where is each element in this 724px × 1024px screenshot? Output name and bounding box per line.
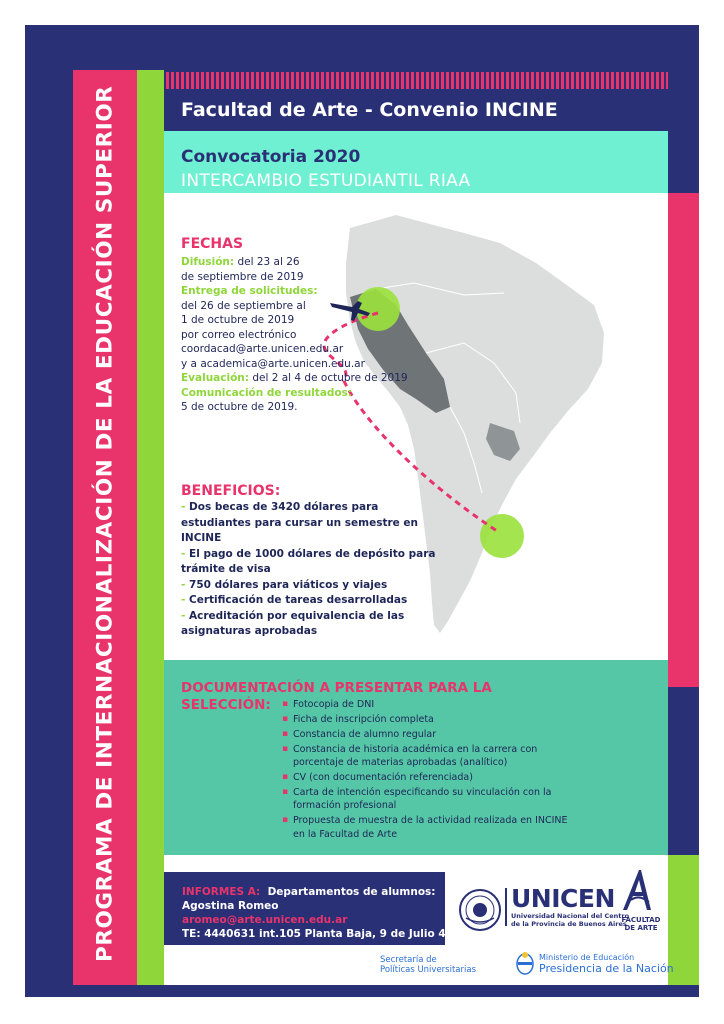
left-pink-bar xyxy=(73,70,137,985)
argentina-seal-icon xyxy=(516,952,534,975)
entrega-line: coordacad@arte.unicen.edu.ar xyxy=(181,343,344,355)
unicen-logo-text: UNICEN xyxy=(511,884,615,913)
exchange-subtitle: INTERCAMBIO ESTUDIANTIL RIAA xyxy=(181,171,471,191)
entrega-line: por correo electrónico xyxy=(181,328,297,341)
comunicacion-label: Comunicación de resultados: xyxy=(181,386,353,399)
map-border-3 xyxy=(449,406,483,494)
map-paraguay xyxy=(486,423,520,461)
document-item: Fotocopia de DNI xyxy=(282,698,572,712)
entrega-label: Entrega de solicitudes: xyxy=(181,285,318,297)
document-item: Ficha de inscripción completa xyxy=(282,713,572,727)
flight-route xyxy=(322,311,501,535)
map-continent xyxy=(346,215,604,633)
dates-title: FECHAS xyxy=(181,236,244,252)
contact-box xyxy=(164,872,445,945)
unicen-seal-icon xyxy=(459,889,501,931)
right-navy-bar xyxy=(668,687,699,855)
vertical-title-wrap: PROGRAMA DE INTERNACIONALIZACIÓN DE LA E… xyxy=(79,85,131,962)
benefits-title: BENEFICIOS: xyxy=(181,483,281,499)
benefit-item: - El pago de 1000 dólares de depósito pa… xyxy=(181,547,436,576)
difusion-label: Difusión: xyxy=(181,256,235,268)
contact-dept: Departamentos de alumnos: xyxy=(267,886,436,898)
contact-name: Agostina Romeo xyxy=(182,900,279,912)
document-item: Carta de intención especificando su vinc… xyxy=(282,786,572,813)
document-item: Constancia de alumno regular xyxy=(282,728,572,742)
evaluacion-label: Evaluación: xyxy=(181,372,249,384)
facultad-arte-text: FACULTAD DE ARTE xyxy=(621,916,661,932)
convocatoria-band xyxy=(164,131,668,193)
ministerio-text: Ministerio de Educación xyxy=(539,953,635,962)
south-america-map xyxy=(322,215,604,633)
comunicacion-text: 5 de octubre de 2019. xyxy=(181,401,298,413)
destination-marker xyxy=(480,514,524,558)
facultad-arte-logo-icon xyxy=(623,870,651,910)
document-item: Propuesta de muestra de la actividad rea… xyxy=(282,814,572,841)
vertical-program-title: PROGRAMA DE INTERNACIONALIZACIÓN DE LA E… xyxy=(92,85,118,962)
entrega-line: 1 de octubre de 2019 xyxy=(181,314,295,326)
right-green-bar xyxy=(668,855,699,985)
unicen-subtitle: Universidad Nacional del Centro de la Pr… xyxy=(511,912,630,928)
benefit-item: - Acreditación por equivalencia de las a… xyxy=(181,609,405,638)
benefit-item: - Certificación de tareas desarrolladas xyxy=(181,594,408,606)
contact-phone: TE: 4440631 int.105 Planta Baja, 9 de Ju… xyxy=(182,928,465,940)
dates-block: Difusión: del 23 al 26 de septiembre de … xyxy=(181,255,441,415)
right-red-bar xyxy=(668,193,699,687)
map-border-1 xyxy=(375,282,505,296)
documentation-list: Fotocopia de DNI Ficha de inscripción co… xyxy=(282,698,572,843)
difusion-text-2: de septiembre de 2019 xyxy=(181,270,304,283)
left-green-bar xyxy=(137,70,164,985)
airplane-icon xyxy=(330,301,370,321)
presidencia-text: Presidencia de la Nación xyxy=(539,962,674,975)
benefits-list: - Dos becas de 3420 dólares para estudia… xyxy=(181,500,441,640)
convocatoria-title: Convocatoria 2020 xyxy=(181,147,361,167)
evaluacion-text: del 2 al 4 de octubre de 2019 xyxy=(248,372,408,384)
contact-email[interactable]: aromeo@arte.unicen.edu.ar xyxy=(182,914,348,926)
faculty-title: Facultad de Arte - Convenio INCINE xyxy=(181,99,558,121)
documentation-title: DOCUMENTACIÓN A PRESENTAR PARA LA SELECC… xyxy=(181,680,492,713)
contact-label: INFORMES A: xyxy=(182,886,261,898)
document-item: Constancia de historia académica en la c… xyxy=(282,743,572,770)
benefit-item: - Dos becas de 3420 dólares para estudia… xyxy=(181,501,419,544)
secretaria-text: Secretaría de Políticas Universitarias xyxy=(380,955,477,975)
unicen-divider xyxy=(505,888,507,926)
document-item: CV (con documentación referenciada) xyxy=(282,771,572,785)
decorative-stripes xyxy=(166,72,668,89)
difusion-text: del 23 al 26 xyxy=(234,256,300,268)
benefit-item: - 750 dólares para viáticos y viajes xyxy=(181,578,388,591)
entrega-line: y a academica@arte.unicen.edu.ar xyxy=(181,357,365,370)
entrega-line: del 26 de septiembre al xyxy=(181,299,306,312)
contact-info: INFORMES A: Departamentos de alumnos: Ag… xyxy=(182,885,465,941)
origin-marker xyxy=(356,287,400,331)
map-border-2 xyxy=(425,342,521,424)
